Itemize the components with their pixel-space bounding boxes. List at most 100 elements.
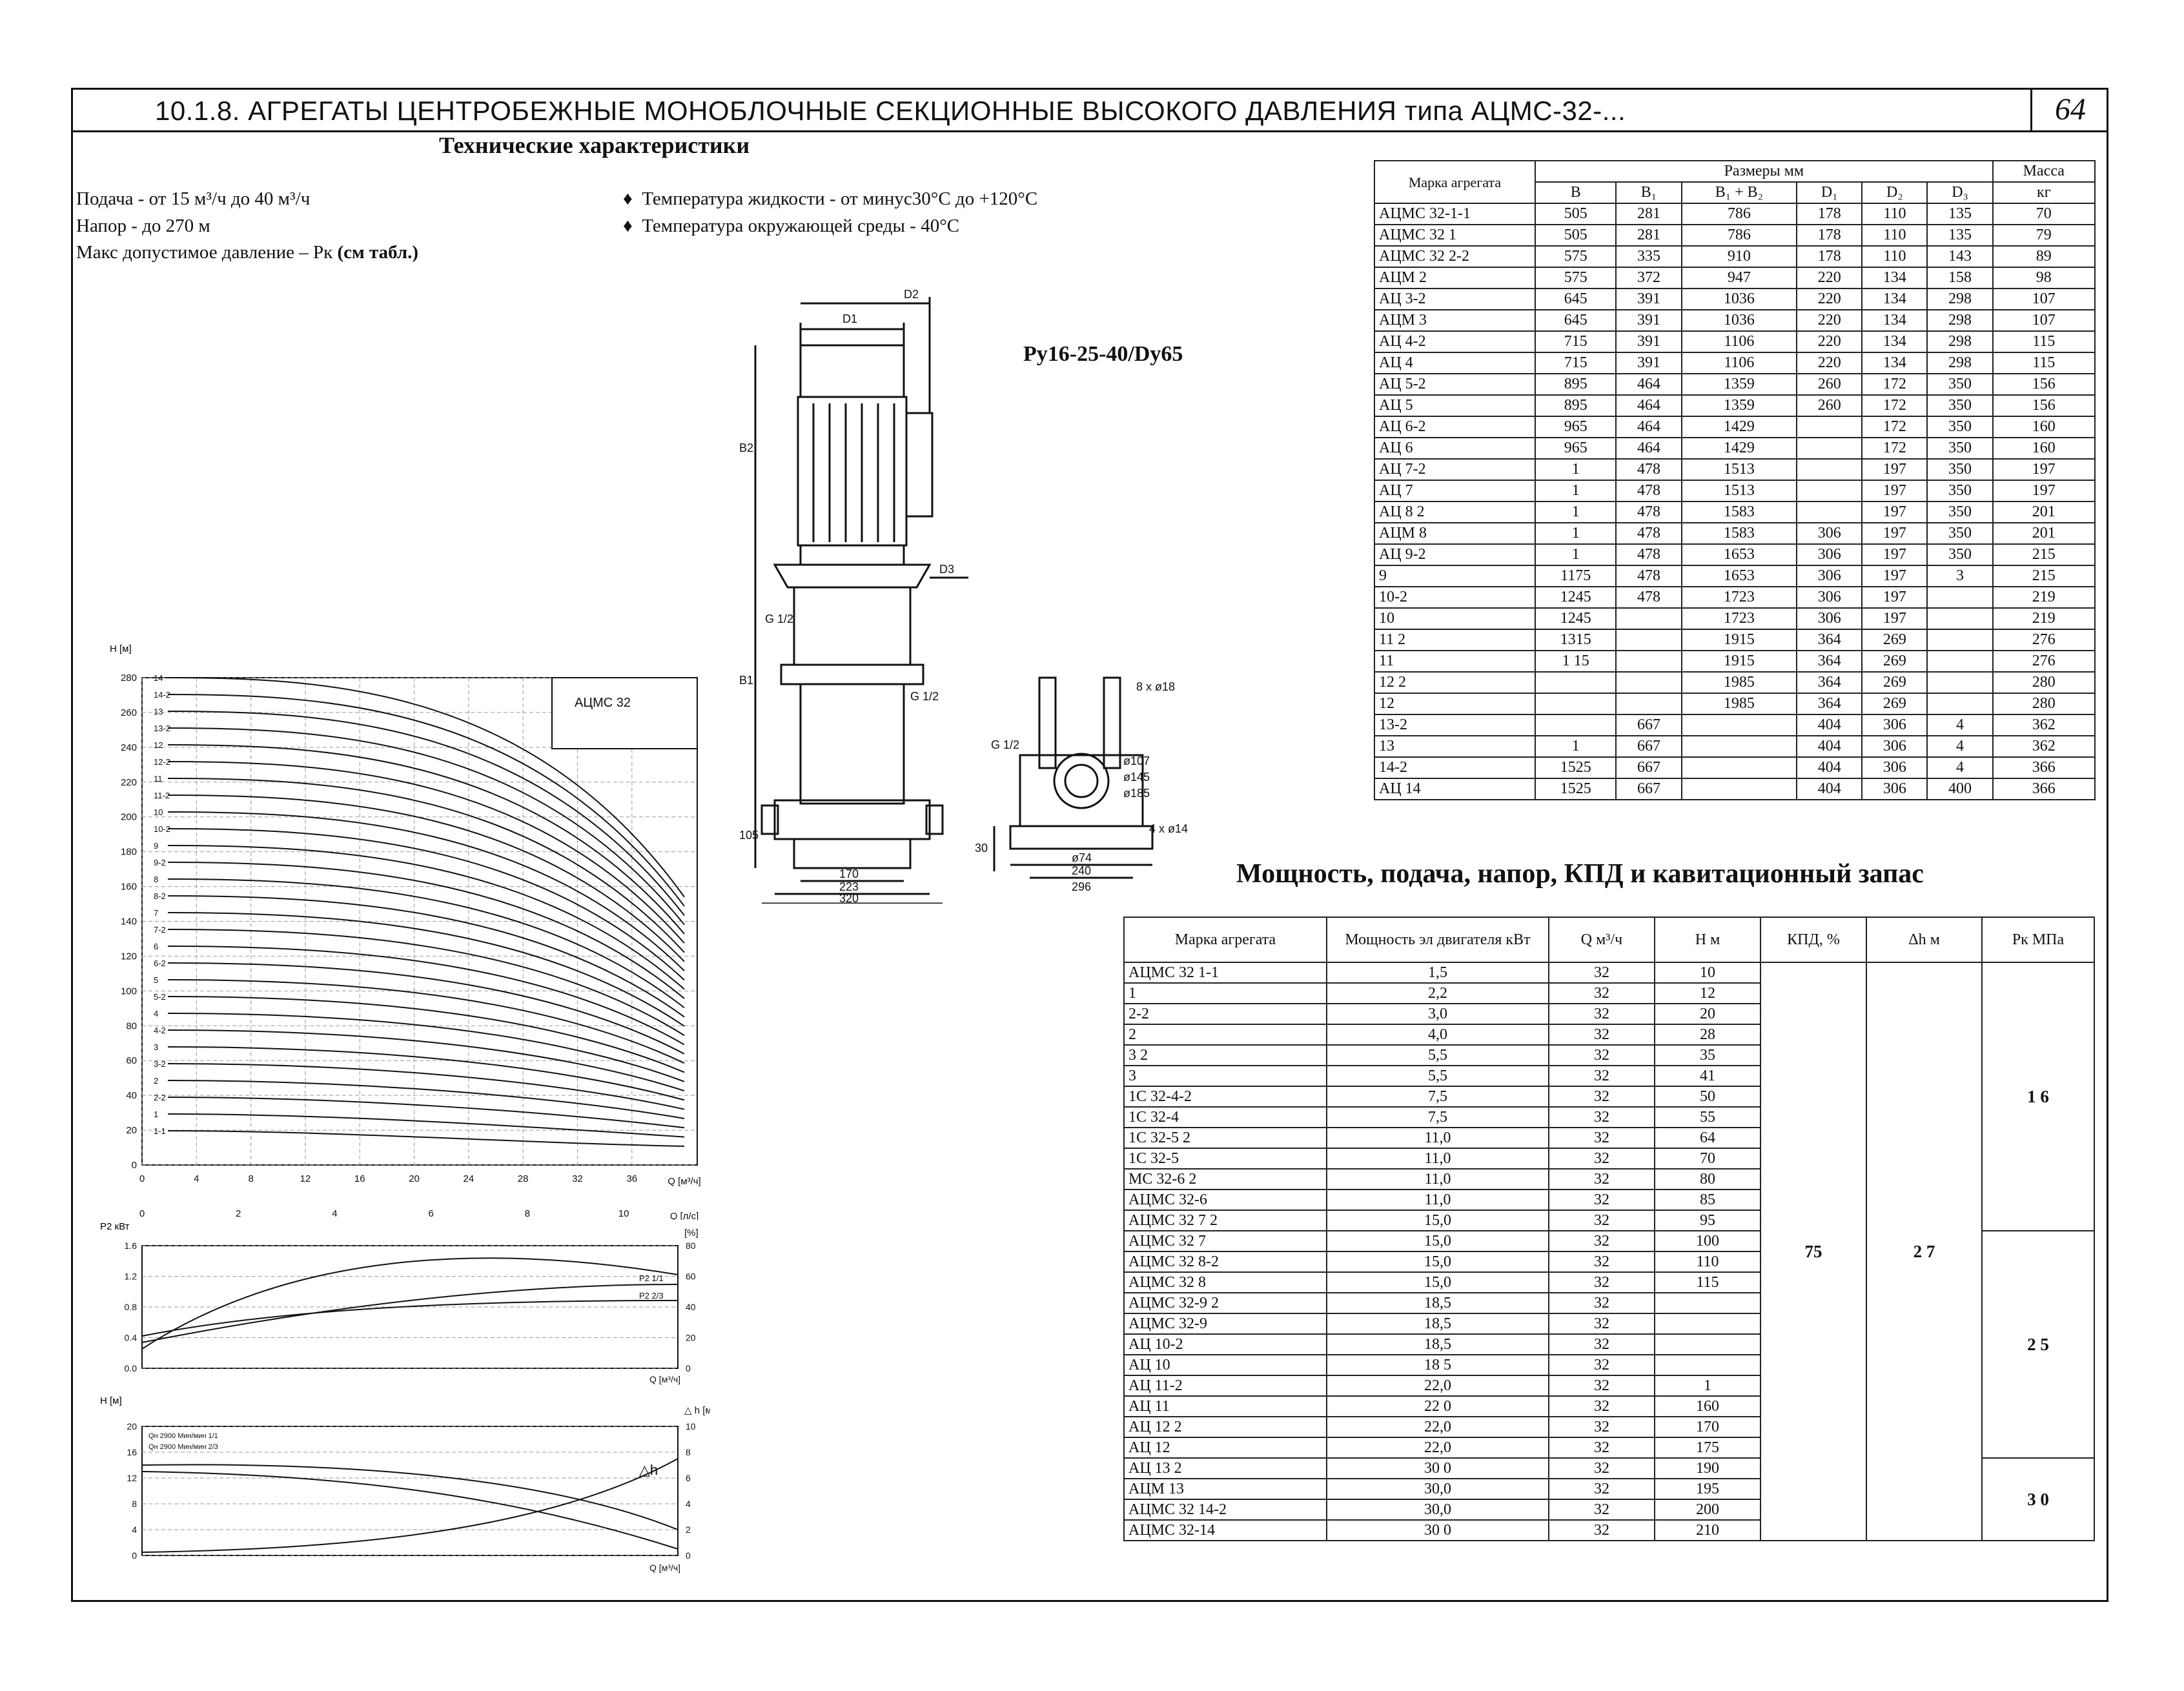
dims-cell: 1 xyxy=(1534,735,1617,758)
perf-cell: 22,0 xyxy=(1326,1375,1549,1397)
dims-cell: 1 xyxy=(1534,543,1617,566)
perf-cell: 32 xyxy=(1548,982,1655,1004)
pump-curve xyxy=(167,1130,685,1147)
perf-cell: 32 xyxy=(1548,1086,1655,1108)
perf-cell: 12 xyxy=(1654,982,1761,1004)
dims-cell: 1 xyxy=(1534,458,1617,481)
dims-cell: 1 xyxy=(1534,501,1617,523)
perf-cell-model: АЦМС 32 8-2 xyxy=(1123,1251,1327,1273)
dims-cell: 350 xyxy=(1926,480,1994,502)
y-tick-label: 8 xyxy=(132,1499,137,1509)
dims-cell: 464 xyxy=(1615,394,1682,417)
dims-cell: 1513 xyxy=(1680,480,1798,502)
perf-cell-model: АЦ 11-2 xyxy=(1123,1375,1327,1397)
perf-header-q: Q м³/ч xyxy=(1548,916,1655,963)
dims-cell xyxy=(1615,693,1682,715)
dims-cell: 366 xyxy=(1992,778,2096,800)
head-curve-partial xyxy=(141,1471,679,1550)
p2-curve-partial xyxy=(141,1300,679,1337)
head-flow-chart: 2802602402202001801601401201008060402000… xyxy=(110,643,701,1220)
dims-header-kg: кг xyxy=(1992,181,2096,204)
dims-cell: 575 xyxy=(1534,267,1617,289)
dims-cell: 667 xyxy=(1615,735,1682,758)
x-axis-label: Q [м³/ч] xyxy=(668,1176,700,1187)
perf-cell-model: АЦМС 32 1-1 xyxy=(1123,962,1327,984)
perf-cell-model: АЦМС 32-14 xyxy=(1123,1519,1327,1541)
perf-cell: 195 xyxy=(1654,1478,1761,1500)
dims-cell-model: АЦМС 32-1-1 xyxy=(1374,203,1536,225)
dims-cell: 306 xyxy=(1796,543,1863,566)
legend-label-partial: Qн 2900 Мин/мин 2/3 xyxy=(148,1443,218,1451)
dims-cell: 172 xyxy=(1861,373,1928,396)
dims-cell xyxy=(1615,629,1682,651)
perf-cell: 175 xyxy=(1654,1437,1761,1459)
legend-label: АЦМС 32 xyxy=(575,696,631,710)
perf-cell: 95 xyxy=(1654,1210,1761,1231)
dims-cell: 197 xyxy=(1861,543,1928,566)
spec-head: Напор - до 270 м xyxy=(76,216,210,236)
y-tick-label: 4 xyxy=(132,1524,137,1535)
dims-cell: 786 xyxy=(1680,203,1798,225)
dims-cell-model: АЦМ 8 xyxy=(1374,522,1536,545)
dims-cell: 178 xyxy=(1796,245,1863,268)
perf-cell: 32 xyxy=(1548,1395,1655,1417)
spec-max-pressure-note: (см табл.) xyxy=(337,242,419,263)
dims-cell xyxy=(1926,629,1994,651)
y2-tick-label: 20 xyxy=(686,1333,696,1343)
x2-tick-label: 2 xyxy=(236,1208,241,1219)
dims-cell: 306 xyxy=(1796,565,1863,587)
y2-tick-label: 2 xyxy=(686,1524,691,1535)
curve-label: 8 xyxy=(154,875,158,884)
dims-cell: 372 xyxy=(1615,267,1682,289)
dims-cell: 269 xyxy=(1861,671,1928,694)
pump-curve xyxy=(167,1046,685,1101)
dims-cell: 478 xyxy=(1615,480,1682,502)
dims-cell: 201 xyxy=(1992,522,2096,545)
dims-cell xyxy=(1615,671,1682,694)
dims-cell: 667 xyxy=(1615,714,1682,736)
curve-label: 12 xyxy=(154,740,163,750)
dim-b1: B1 xyxy=(739,674,753,687)
dims-cell: 98 xyxy=(1992,267,2096,289)
dim-holes4: 4 x ø14 xyxy=(1149,822,1188,835)
curve-label: 6 xyxy=(154,942,158,951)
dims-cell: 645 xyxy=(1534,288,1617,310)
dim-223: 223 xyxy=(839,880,859,893)
y2-tick-label: 60 xyxy=(686,1271,696,1282)
perf-cell: 210 xyxy=(1654,1519,1761,1541)
x2-tick-label: 4 xyxy=(332,1208,337,1219)
spec-ambient-temp-text: Температура окружающей среды - 40°С xyxy=(642,216,960,236)
dims-cell xyxy=(1534,693,1617,715)
curve-label: 8-2 xyxy=(154,891,166,901)
y-tick-label: 140 xyxy=(121,916,137,927)
perf-cell: 4,0 xyxy=(1326,1024,1549,1046)
spec-liquid-temp: ♦ Температура жидкости - от минус30°С до… xyxy=(623,188,1038,209)
dims-cell: 404 xyxy=(1796,735,1863,758)
pump-curve xyxy=(167,862,685,999)
dims-cell: 215 xyxy=(1992,543,2096,566)
dims-cell: 715 xyxy=(1534,352,1617,374)
dims-cell: 1429 xyxy=(1680,416,1798,438)
dims-cell: 350 xyxy=(1926,416,1994,438)
curve-label: 7 xyxy=(154,908,158,918)
perf-cell-model: 1С 32-5 2 xyxy=(1123,1127,1327,1149)
pump-curve xyxy=(167,795,685,962)
x-tick-label: 36 xyxy=(626,1173,637,1184)
perf-cell: 30,0 xyxy=(1326,1499,1549,1521)
dims-cell: 965 xyxy=(1534,437,1617,460)
dims-header-b1b2: B₁ + B₂ xyxy=(1680,181,1798,204)
pump-drawing: D1 D2 B2 B1 D3 G 1/2 G 1/2 G 1/2 105 170… xyxy=(739,288,1188,904)
